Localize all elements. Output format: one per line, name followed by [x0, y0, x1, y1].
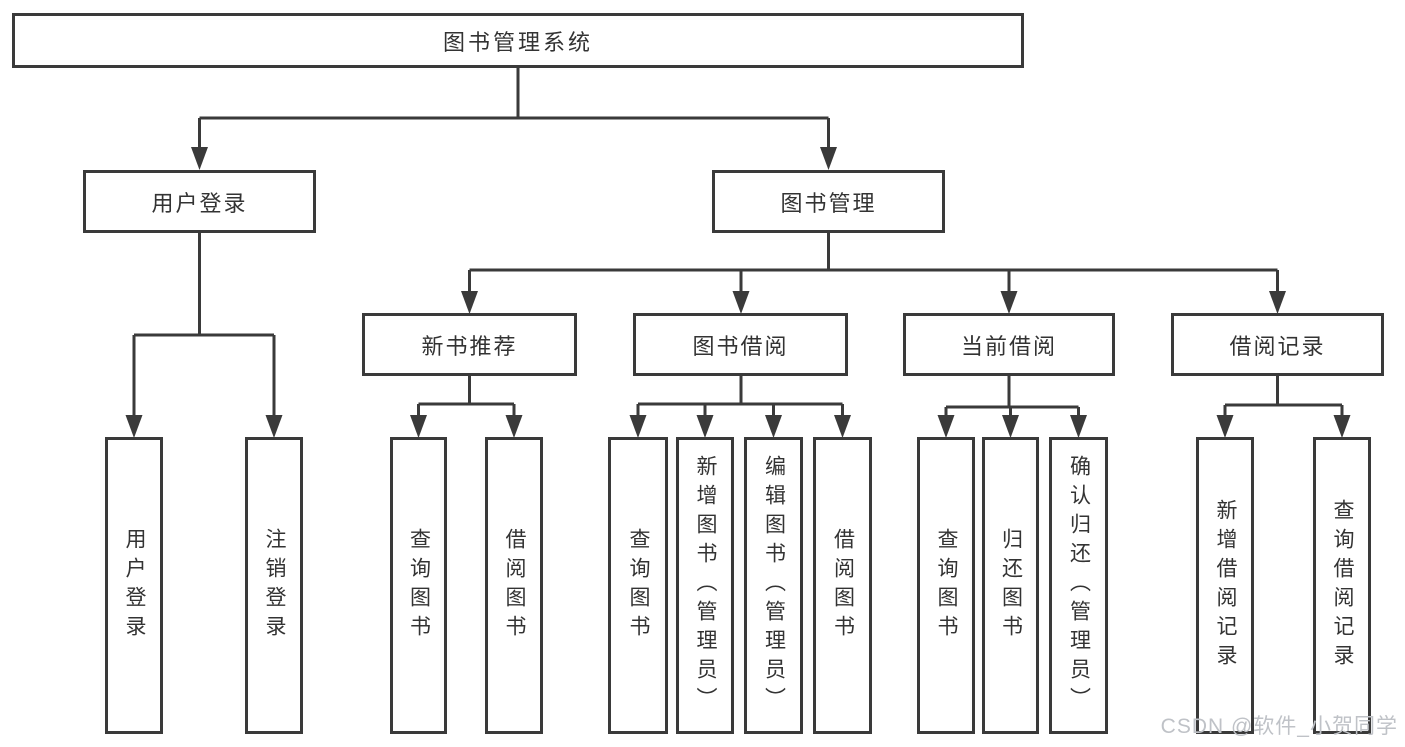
leaf-logout: 注销登录: [245, 437, 303, 734]
leaf-borrow-books-recommend: 借阅图书: [485, 437, 543, 734]
node-new-book-recommendation: 新书推荐: [362, 313, 577, 376]
leaf-user-login: 用户登录: [105, 437, 163, 734]
node-library-system: 图书管理系统: [12, 13, 1024, 68]
node-user-login: 用户登录: [83, 170, 316, 233]
leaf-borrow-books-borrowing: 借阅图书: [813, 437, 872, 734]
leaf-confirm-return-admin: 确认归还（管理员）: [1049, 437, 1108, 734]
node-book-borrowing: 图书借阅: [633, 313, 848, 376]
leaf-query-books-current: 查询图书: [917, 437, 975, 734]
leaf-add-book-admin: 新增图书（管理员）: [676, 437, 734, 734]
leaf-add-borrow-record: 新增借阅记录: [1196, 437, 1254, 734]
leaf-edit-book-admin: 编辑图书（管理员）: [744, 437, 803, 734]
leaf-query-books-borrowing: 查询图书: [608, 437, 668, 734]
leaf-query-books-recommend: 查询图书: [390, 437, 447, 734]
leaf-return-book: 归还图书: [982, 437, 1039, 734]
leaf-query-borrow-record: 查询借阅记录: [1313, 437, 1371, 734]
node-book-management: 图书管理: [712, 170, 945, 233]
node-current-borrowing: 当前借阅: [903, 313, 1115, 376]
node-borrowing-records: 借阅记录: [1171, 313, 1384, 376]
arrowheads: [125, 147, 1351, 438]
